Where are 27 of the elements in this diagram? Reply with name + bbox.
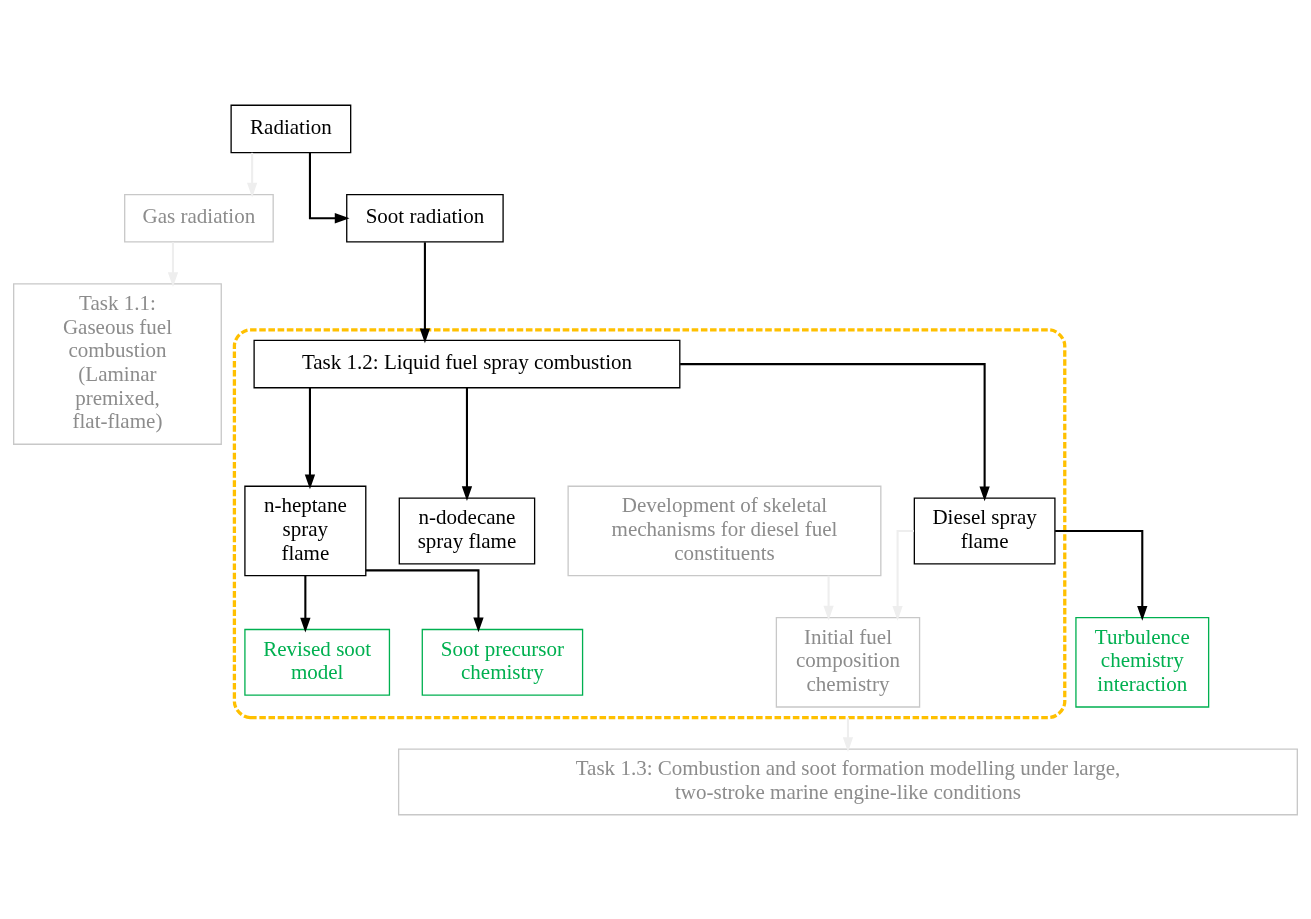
node-box: Task 1.3: Combustion and soot formation modelling under large, two-stroke marine engine-like conditions xyxy=(398,747,1298,815)
node-box: Initial fuel composition chemistry xyxy=(775,616,921,708)
arrow xyxy=(308,152,350,223)
node-box: Development of skeletal mechanisms for diesel fuel constituents xyxy=(567,485,882,576)
node-box: Soot precursor chemistry xyxy=(421,628,584,696)
node-box: Turbulence chemistry interaction xyxy=(1075,616,1210,708)
arrow xyxy=(842,717,854,752)
node-box: Revised soot model xyxy=(244,628,391,696)
arrow xyxy=(680,362,990,501)
arrow xyxy=(823,575,834,620)
node-box: Task 1.1: Gaseous fuel combustion (Laminar premixed, flat-flame) xyxy=(13,282,222,445)
arrow xyxy=(167,241,179,287)
node-box: Radiation xyxy=(230,104,352,153)
arrow xyxy=(304,387,316,489)
arrow xyxy=(1055,529,1148,621)
node-box: n-heptane spray flame xyxy=(244,485,367,576)
node-box: Gas radiation xyxy=(124,193,274,243)
arrow xyxy=(246,152,258,197)
node-box: Soot radiation xyxy=(346,193,504,243)
node-box: Task 1.2: Liquid fuel spray combustion xyxy=(253,339,681,388)
arrow xyxy=(365,568,484,632)
arrow xyxy=(892,529,914,621)
arrow xyxy=(461,387,473,501)
arrow xyxy=(419,241,431,343)
arrow xyxy=(300,575,311,632)
node-box: n-dodecane spray flame xyxy=(398,496,536,564)
node-box: Diesel spray flame xyxy=(913,496,1056,564)
